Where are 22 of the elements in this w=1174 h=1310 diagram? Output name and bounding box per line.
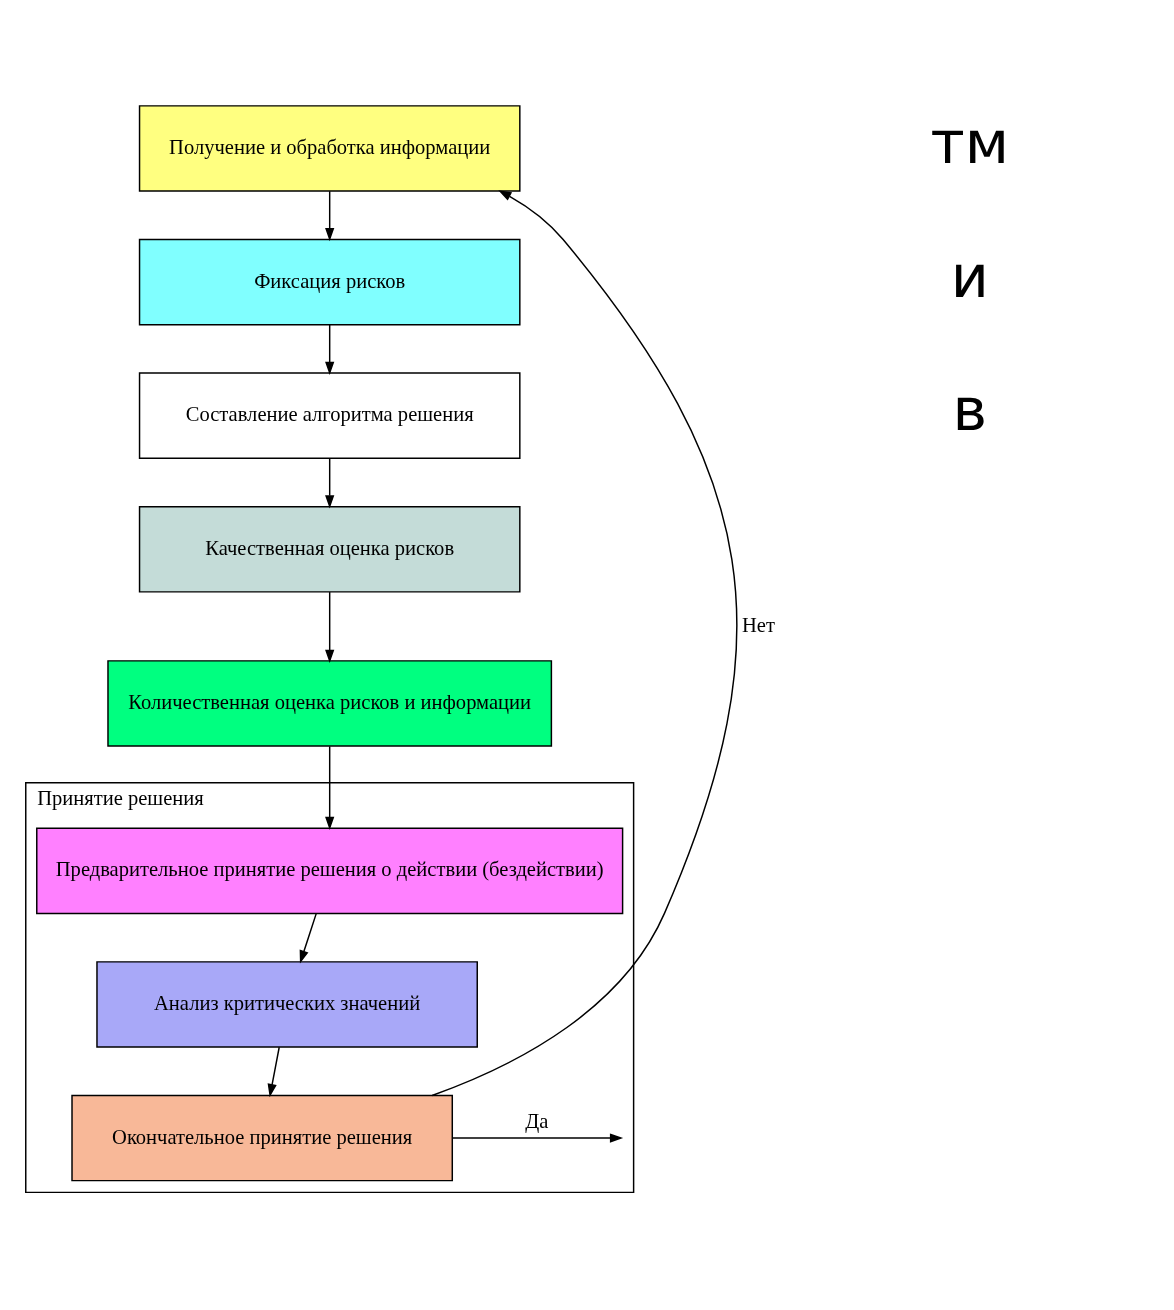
node-box: Окончательное принятие решения bbox=[71, 1094, 454, 1182]
label: тм bbox=[930, 108, 1010, 178]
arrow bbox=[325, 190, 335, 242]
label: и bbox=[950, 241, 989, 311]
node-box: Предварительное принятие решения о действии (бездействии) bbox=[36, 827, 624, 915]
edge-label: Нет bbox=[741, 613, 775, 636]
arrow bbox=[267, 1046, 280, 1098]
node-box: Составление алгоритма решения bbox=[138, 372, 521, 459]
node-box: Фиксация рисков bbox=[138, 238, 521, 326]
node-box: Анализ критических значений bbox=[96, 961, 478, 1048]
arrow bbox=[325, 745, 335, 831]
arrow bbox=[431, 190, 738, 1097]
edge-label: Да bbox=[525, 1110, 549, 1133]
label: в bbox=[952, 375, 988, 445]
node-box: Количественная оценка рисков и информации bbox=[107, 660, 553, 747]
node-box: Качественная оценка рисков bbox=[138, 505, 521, 593]
arrow bbox=[325, 457, 335, 509]
arrow bbox=[451, 1133, 624, 1143]
node-box: Получение и обработка информации bbox=[138, 105, 521, 192]
arrow bbox=[299, 912, 317, 964]
arrow bbox=[325, 591, 335, 663]
arrow bbox=[325, 324, 335, 375]
